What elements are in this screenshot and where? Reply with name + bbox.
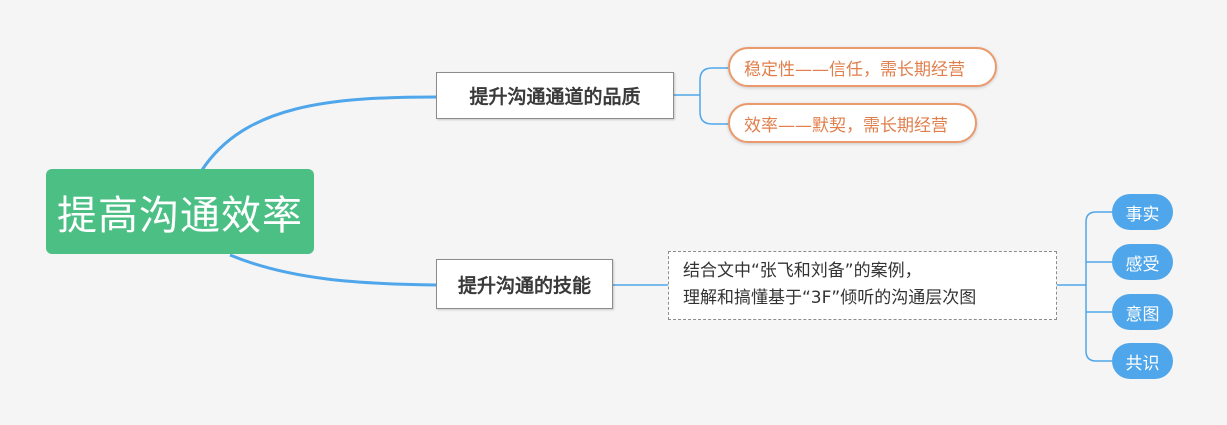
level-consensus[interactable]: 共识 [1112,343,1173,379]
connector-branch1-to-items [674,67,728,125]
skill-note-line-2: 理解和搞懂基于“3F”倾听的沟通层次图 [683,288,977,308]
level-feelings-label: 感受 [1125,254,1160,275]
level-intent[interactable]: 意图 [1112,294,1173,330]
level-facts-label: 事实 [1125,204,1160,225]
connector-root-to-branch2 [229,253,437,287]
branch-channel-quality-label: 提升沟通通道的品质 [469,86,641,108]
quality-item-stability[interactable]: 稳定性——信任，需长期经营 [728,47,997,87]
level-feelings[interactable]: 感受 [1112,244,1173,280]
skill-note-line-1: 结合文中“张飞和刘备”的案例， [683,261,922,281]
quality-item-stability-label: 稳定性——信任，需长期经营 [744,59,965,80]
level-intent-label: 意图 [1125,304,1160,325]
branch-communication-skills[interactable]: 提升沟通的技能 [436,259,613,309]
level-facts[interactable]: 事实 [1112,194,1173,230]
quality-item-efficiency[interactable]: 效率——默契，需长期经营 [728,103,977,143]
quality-item-efficiency-label: 效率——默契，需长期经营 [744,115,948,136]
connector-note-to-levels [1057,211,1112,362]
connector-root-to-branch1 [200,95,437,171]
branch-communication-skills-label: 提升沟通的技能 [457,274,591,297]
level-consensus-label: 共识 [1125,353,1160,374]
branch-channel-quality[interactable]: 提升沟通通道的品质 [436,72,674,119]
root-topic[interactable]: 提高沟通效率 [46,169,314,254]
root-topic-label: 提高沟通效率 [57,192,303,239]
skill-note[interactable]: 结合文中“张飞和刘备”的案例， 理解和搞懂基于“3F”倾听的沟通层次图 [668,251,1057,320]
